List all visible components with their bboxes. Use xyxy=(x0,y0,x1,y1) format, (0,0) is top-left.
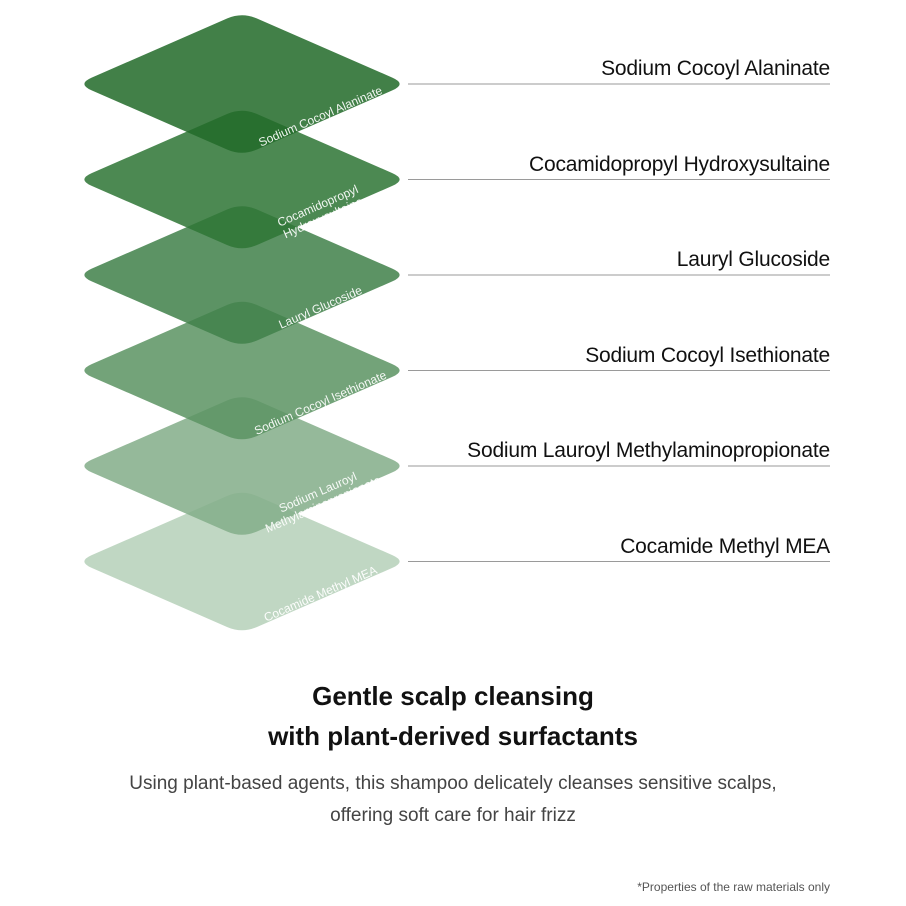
headline-line-1: Gentle scalp cleansing xyxy=(312,681,594,711)
layer-tile: Sodium Cocoyl Alaninate xyxy=(84,15,400,153)
layer-diamond xyxy=(84,206,400,344)
ingredient-label: Sodium Lauroyl Methylaminopropionate xyxy=(467,439,830,462)
layer-diamond xyxy=(84,110,400,249)
body-copy-line-1: Using plant-based agents, this shampoo d… xyxy=(129,773,777,794)
ingredient-label: Sodium Cocoyl Alaninate xyxy=(601,57,830,80)
headline-line-2: with plant-derived surfactants xyxy=(268,721,638,751)
body-copy-line-2: offering soft care for hair frizz xyxy=(330,805,576,826)
body-copy: Using plant-based agents, this shampoo d… xyxy=(0,768,906,832)
headline: Gentle scalp cleansing with plant-derive… xyxy=(0,676,906,756)
layer-diamond xyxy=(84,492,400,631)
layer-diamond xyxy=(84,397,400,535)
ingredient-label: Cocamidopropyl Hydroxysultaine xyxy=(529,152,830,176)
layer-diamond xyxy=(84,15,400,153)
ingredient-label: Sodium Cocoyl Isethionate xyxy=(585,343,830,367)
footnote: *Properties of the raw materials only xyxy=(637,880,830,894)
ingredient-label: Cocamide Methyl MEA xyxy=(620,534,830,558)
ingredient-label: Lauryl Glucoside xyxy=(676,248,830,271)
layer-diamond xyxy=(84,301,400,440)
